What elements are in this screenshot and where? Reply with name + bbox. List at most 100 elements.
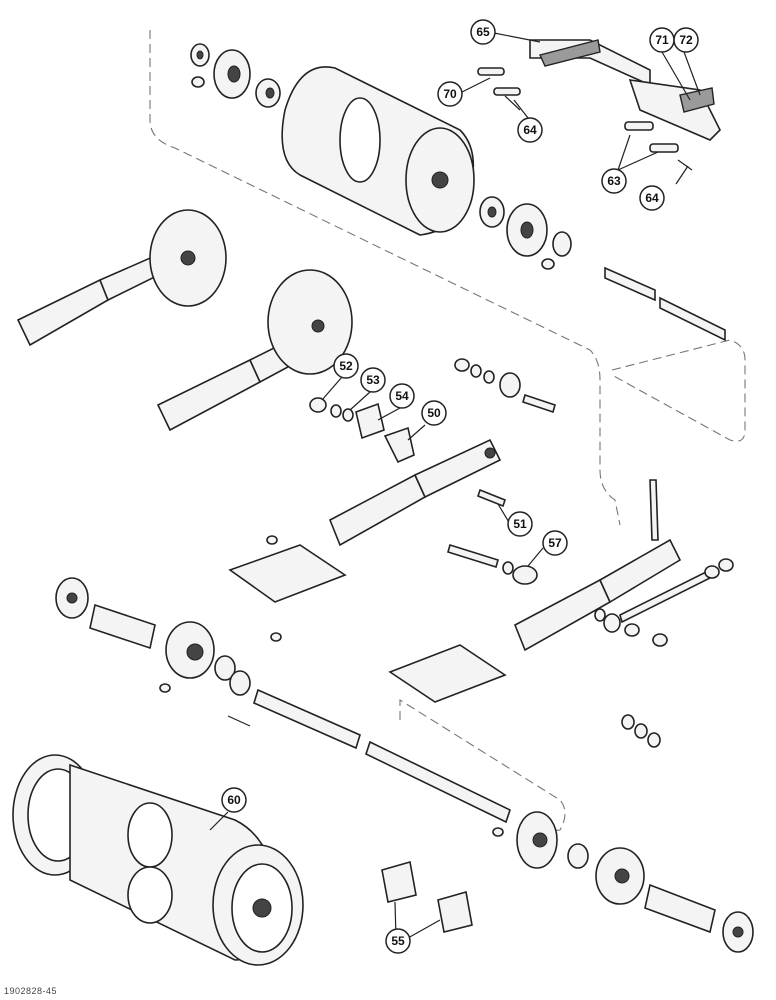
offset-link-63a — [624, 121, 654, 131]
arm-tube-middle — [328, 473, 427, 547]
idler-arm-lower — [156, 269, 353, 432]
callout-71-label: 71 — [655, 33, 669, 47]
callout-60: 60 — [221, 787, 247, 813]
arm-tube-lower — [156, 358, 262, 432]
washer-lr-b — [603, 613, 621, 633]
arm-tube-upper — [16, 278, 110, 347]
arm-bracket-middle — [413, 438, 502, 499]
nut-eye-bolt-a — [704, 565, 720, 579]
callout-54: 54 — [389, 383, 415, 409]
offset-link-63b — [649, 143, 679, 153]
arm-middle-hub — [484, 447, 496, 459]
bushing-top-left-bore — [265, 87, 275, 99]
nut-right-row-a — [454, 358, 470, 372]
washer-stack-mid-right — [621, 714, 661, 748]
dashed-assembly-outline-right — [611, 339, 746, 442]
shaft-segment-upper — [604, 266, 656, 302]
wear-plate-a — [381, 860, 417, 903]
nut-52 — [309, 397, 327, 413]
large-roller-drum — [12, 754, 304, 966]
idler-arm-upper — [16, 209, 227, 347]
washer-left-a — [214, 655, 236, 681]
callout-72: 72 — [673, 27, 699, 53]
leader-54 — [377, 407, 401, 421]
callout-54-label: 54 — [395, 389, 409, 403]
wear-plates-55 — [381, 860, 473, 933]
spacer-right-row — [499, 372, 521, 398]
leader-70 — [461, 77, 491, 93]
bushing-right — [552, 231, 572, 257]
callouts: 65 71 72 70 64 63 64 52 — [221, 19, 699, 954]
leader-57 — [527, 547, 544, 567]
chain-assembly — [477, 39, 721, 171]
plate-54 — [355, 402, 385, 440]
washer-53a — [330, 404, 342, 418]
callout-50-label: 50 — [427, 406, 441, 420]
chain-link-lower — [679, 87, 715, 113]
sprocket-right-hub — [614, 868, 630, 884]
connector-link-70 — [477, 67, 505, 76]
document-id: 1902828-45 — [4, 986, 58, 996]
washer-right-row-a — [470, 364, 482, 378]
callout-71: 71 — [649, 27, 675, 53]
bolt-long-57 — [447, 543, 499, 569]
key-left — [227, 715, 251, 727]
callout-57-label: 57 — [548, 536, 562, 550]
leader-71 — [661, 51, 691, 101]
pulley-wheel-upper-hub — [180, 250, 196, 266]
chain-link-upper — [539, 39, 601, 67]
main-shaft — [253, 688, 511, 824]
leader-53 — [349, 391, 371, 411]
leader-64a — [513, 99, 529, 119]
flange-top-left-hub — [227, 65, 241, 83]
drive-roller-drum-cutout — [339, 97, 381, 183]
callout-51: 51 — [507, 511, 533, 537]
callout-leaders — [209, 32, 701, 939]
washer-57 — [502, 561, 514, 575]
nut-right — [541, 258, 555, 270]
screw-cover-upper — [266, 535, 278, 545]
bearing-right-end-bore — [732, 926, 744, 938]
callout-65: 65 — [470, 19, 496, 45]
cover-plate-upper — [228, 544, 347, 603]
main-shaft-left-segment — [253, 688, 361, 750]
pulley-wheel-lower-hub — [311, 319, 325, 333]
drum-cutout-lower — [127, 866, 173, 924]
tension-arm-middle — [328, 438, 506, 547]
callout-52: 52 — [333, 353, 359, 379]
leader-64b — [675, 165, 689, 185]
washer-53b — [342, 408, 354, 422]
nut-lr — [624, 623, 640, 637]
cotter-pin-64b — [677, 159, 693, 171]
leader-65 — [493, 32, 541, 43]
callout-64-upper-label: 64 — [523, 123, 537, 137]
drive-roller-drum-end-hub — [431, 171, 449, 189]
leader-63 — [617, 134, 659, 171]
leader-60 — [209, 811, 229, 831]
nut-top-left — [191, 76, 205, 88]
bearing-top-left-bore — [196, 50, 204, 60]
nut-eye-bolt-b — [718, 558, 734, 572]
leader-72 — [683, 51, 701, 96]
callout-55: 55 — [385, 928, 411, 954]
right-end-hardware — [492, 811, 754, 953]
bolt-vertical — [649, 479, 659, 541]
screw-cover-upper-b — [270, 632, 282, 642]
washer-right-row-b — [483, 370, 495, 384]
tension-arm-lower-right — [447, 479, 734, 652]
leader-50 — [407, 424, 426, 441]
spacer-57 — [512, 565, 538, 585]
callout-64-lower: 64 — [639, 185, 665, 211]
callout-70-label: 70 — [443, 87, 457, 101]
callout-55-label: 55 — [391, 934, 405, 948]
sprocket-left-hub — [186, 643, 204, 661]
callout-64-upper: 64 — [517, 117, 543, 143]
drum-right-hub — [252, 898, 272, 918]
washer-mr-c — [647, 732, 661, 748]
shaft-segments-right — [604, 266, 726, 342]
callout-50: 50 — [421, 400, 447, 426]
cotter-pin-64a — [504, 95, 521, 111]
bolt-51 — [477, 488, 506, 508]
bolt-right-row — [522, 393, 556, 414]
